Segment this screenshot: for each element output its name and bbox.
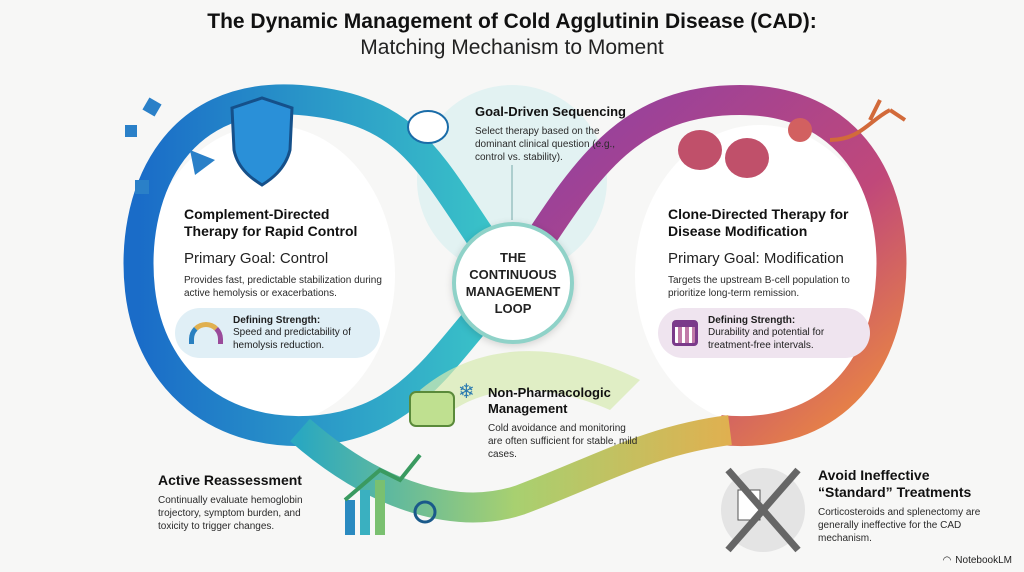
continuous-loop-center: THE CONTINUOUS MANAGEMENT LOOP <box>452 222 574 344</box>
complement-heading: Complement-Directed Therapy for Rapid Co… <box>184 206 358 239</box>
blanket-icon <box>409 391 455 427</box>
crossed-medication-icon <box>721 467 805 553</box>
avoid-heading: Avoid Ineffective “Standard” Treatments <box>818 467 972 500</box>
nonpharm-bg <box>420 351 640 420</box>
complement-text: Provides fast, predictable stabilization… <box>184 275 382 299</box>
reassess-text: Continually evaluate hemoglobin trojecto… <box>158 495 303 532</box>
neuron-icon <box>829 99 907 142</box>
avoid-text: Corticosteroids and splenectomy are gene… <box>818 507 981 544</box>
avoid-section: Avoid Ineffective “Standard” Treatments … <box>818 467 988 545</box>
notebooklm-brand: ◠NotebookLM <box>943 555 1012 566</box>
reassess-section: Active Reassessment Continually evaluate… <box>158 472 333 533</box>
clone-strength: Defining Strength:Durability and potenti… <box>658 308 870 358</box>
title-line-1: The Dynamic Management of Cold Agglutini… <box>207 10 817 33</box>
title-line-2: Matching Mechanism to Moment <box>360 36 664 59</box>
left-loop-ribbon <box>123 84 525 447</box>
nonpharm-heading: Non-Pharmacologic Management <box>488 385 611 416</box>
strength-text: Durability and potential for treatment-f… <box>708 326 825 351</box>
sequencing-section: Goal-Driven Sequencing Select therapy ba… <box>475 103 635 164</box>
speedometer-icon <box>189 322 223 344</box>
strength-heading: Defining Strength: <box>708 314 796 326</box>
clone-text: Targets the upstream B-cell population t… <box>668 275 850 299</box>
strength-heading: Defining Strength: <box>233 314 321 326</box>
growth-chart-icon <box>343 453 437 535</box>
bottom-loop-ribbon <box>290 415 732 523</box>
complement-goal: Primary Goal: Control <box>184 250 329 267</box>
complement-strength: Defining Strength:Speed and predictabili… <box>175 308 380 358</box>
shield-icon <box>230 96 294 187</box>
notebooklm-logo-icon: ◠ <box>942 555 952 566</box>
sequencing-text: Select therapy based on the dominant cli… <box>475 126 616 163</box>
snowflake-icon: ❄ <box>458 381 475 403</box>
clone-section: Clone-Directed Therapy for Disease Modif… <box>668 206 878 300</box>
strength-text: Speed and predictability of hemolysis re… <box>233 326 351 351</box>
b-cell-icon <box>678 118 812 178</box>
nonpharm-section: Non-Pharmacologic Management Cold avoida… <box>488 385 638 461</box>
complement-section: Complement-Directed Therapy for Rapid Co… <box>184 206 384 300</box>
brand-label: NotebookLM <box>955 555 1012 566</box>
right-loop-ribbon <box>499 84 907 447</box>
clone-heading: Clone-Directed Therapy for Disease Modif… <box>668 206 849 239</box>
clone-goal: Primary Goal: Modification <box>668 250 844 267</box>
calendar-icon <box>672 320 698 346</box>
center-label: THE CONTINUOUS MANAGEMENT LOOP <box>465 250 561 316</box>
brain-icon <box>407 110 449 144</box>
molecule-icon <box>125 97 215 194</box>
sequencing-heading: Goal-Driven Sequencing <box>475 104 626 119</box>
nonpharm-text: Cold avoidance and monitoring are often … <box>488 423 638 460</box>
page-title: The Dynamic Management of Cold Agglutini… <box>0 10 1024 60</box>
reassess-heading: Active Reassessment <box>158 472 302 488</box>
